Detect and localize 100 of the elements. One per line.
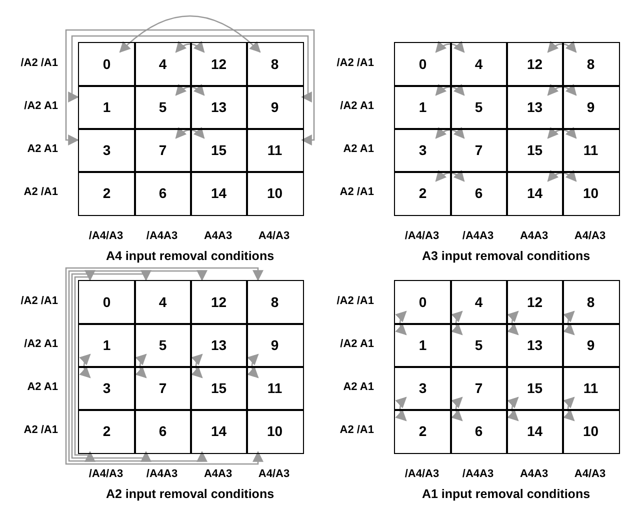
row-label: /A2 /A1 (20, 294, 58, 306)
double-arrow (547, 127, 577, 139)
cell-number: 0 (102, 294, 111, 310)
cell-number: 14 (526, 185, 543, 202)
map-caption: A4 input removal conditions (104, 249, 276, 263)
row-label: /A2 A1 (339, 338, 374, 350)
map-cell (450, 409, 508, 454)
map-cell (134, 128, 192, 172)
cell-number: 5 (158, 99, 167, 116)
column-label: /A4A3 (145, 230, 179, 242)
cell-number: 2 (102, 185, 111, 202)
cell-number: 12 (210, 56, 227, 72)
map-caption: A2 input removal conditions (104, 487, 276, 501)
map-cell (78, 128, 136, 172)
column-label: /A4/A3 (404, 468, 440, 480)
cell-number: 12 (210, 294, 227, 310)
cell-number: 15 (526, 380, 543, 396)
map-cell (78, 280, 136, 324)
map-cell (134, 409, 192, 454)
double-arrow (74, 270, 96, 462)
cell-number: 0 (418, 56, 427, 72)
cell-number: 13 (210, 99, 227, 116)
map-cell (450, 42, 508, 86)
cell-number: 8 (270, 294, 279, 310)
map-cell (506, 409, 564, 454)
cell-number: 14 (526, 423, 543, 440)
column-label: /A4/A3 (404, 230, 440, 242)
double-arrow (507, 310, 519, 336)
map-cell (190, 85, 248, 130)
cell-number: 10 (582, 423, 599, 440)
double-arrow (563, 310, 575, 336)
map-cell (246, 128, 304, 172)
map-cell (450, 171, 508, 216)
row-label: /A2 A1 (339, 100, 374, 112)
map-caption: A1 input removal conditions (420, 487, 592, 501)
row-label: A2 A1 (26, 142, 58, 154)
cell-number: 2 (418, 185, 427, 202)
double-arrow (451, 396, 463, 422)
map-cell (394, 323, 452, 368)
cell-number: 8 (270, 56, 279, 72)
double-arrow (71, 270, 152, 462)
cell-number: 3 (102, 380, 111, 396)
column-label: A4A3 (518, 468, 550, 480)
row-label: /A2 /A1 (20, 56, 58, 68)
map-cell (562, 280, 620, 324)
map-cell (562, 323, 620, 368)
double-arrow (175, 41, 205, 53)
cell-number: 7 (474, 380, 483, 396)
cell-number: 6 (474, 185, 483, 202)
double-arrow (435, 170, 465, 182)
row-label: A2 /A1 (22, 424, 58, 436)
double-arrow (563, 396, 575, 422)
map-cell (562, 409, 620, 454)
cell-number: 6 (474, 423, 483, 440)
row-label: A2 A1 (342, 142, 374, 154)
map-caption: A3 input removal conditions (420, 249, 592, 263)
map-cell (562, 42, 620, 86)
map-cell (506, 366, 564, 410)
map-cell (506, 323, 564, 368)
cell-number: 13 (526, 337, 543, 354)
column-label: A4A3 (202, 230, 234, 242)
map-cell (190, 323, 248, 368)
column-label: A4/A3 (573, 230, 607, 242)
column-label: /A4A3 (145, 468, 179, 480)
map-cell (506, 85, 564, 130)
cell-number: 7 (474, 142, 483, 158)
cell-number: 9 (586, 99, 595, 116)
cell-number: 9 (586, 337, 595, 354)
cell-number: 12 (526, 294, 543, 310)
map-cell (78, 85, 136, 130)
map-cell (190, 42, 248, 86)
column-label: A4A3 (518, 230, 550, 242)
map-cell (506, 42, 564, 86)
map-cell (134, 366, 192, 410)
cell-number: 8 (586, 294, 595, 310)
map-cell (78, 171, 136, 216)
map-cell (394, 409, 452, 454)
double-arrow (68, 270, 208, 462)
map-cell (562, 171, 620, 216)
cell-number: 7 (158, 380, 167, 396)
row-label: /A2 A1 (23, 338, 58, 350)
column-label: A4/A3 (257, 230, 291, 242)
cell-number: 4 (474, 294, 483, 310)
map-cell (78, 366, 136, 410)
double-arrow (65, 29, 315, 146)
map-cell (450, 366, 508, 410)
map-cell (190, 280, 248, 324)
map-cell (506, 128, 564, 172)
cell-number: 11 (267, 380, 282, 396)
cell-number: 8 (586, 56, 595, 72)
double-arrow (395, 396, 407, 422)
cell-number: 6 (158, 423, 167, 440)
double-arrow (135, 354, 147, 378)
row-label: A2 /A1 (338, 424, 374, 436)
map-cell (450, 85, 508, 130)
double-arrow (395, 310, 407, 336)
row-label: /A2 A1 (23, 100, 58, 112)
map-cell (394, 128, 452, 172)
row-label: A2 A1 (26, 380, 58, 392)
column-label: A4/A3 (573, 468, 607, 480)
